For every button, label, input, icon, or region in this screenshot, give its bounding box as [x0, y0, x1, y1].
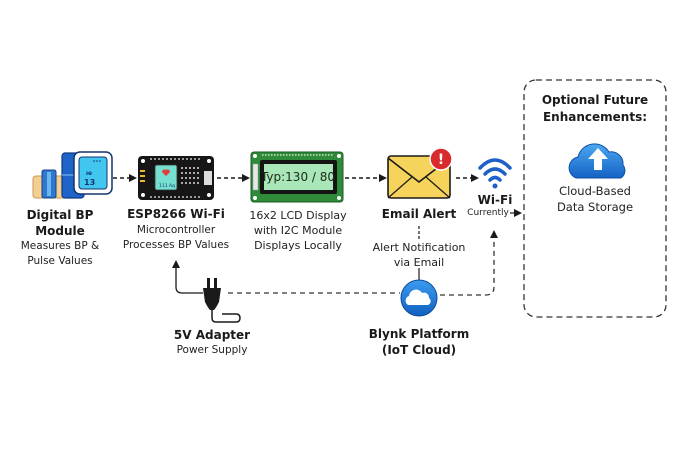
future-title-line2: Enhancements: [542, 110, 648, 124]
esp8266-title: ESP8266 Wi-Fi [127, 207, 225, 221]
lcd-screen-text: Typ:130 / 80 [260, 170, 335, 184]
adapter-desc: Power Supply [176, 344, 248, 356]
wifi-icon [478, 158, 512, 189]
email-alert-desc-line2: via Email [393, 256, 445, 269]
alert-badge-icon: ! [429, 147, 453, 171]
esp8266-board-icon: 111 Aq [138, 156, 214, 200]
wifi-title: Wi-Fi [477, 193, 513, 207]
adapter-title: 5V Adapter [173, 328, 251, 342]
svg-text:!: ! [438, 152, 444, 168]
bp-module-desc: Measures BP & Pulse Values [10, 239, 110, 269]
lcd-desc-line1: 16x2 LCD Display [249, 209, 347, 222]
esp8266-desc: Microcontroller Processes BP Values [116, 223, 236, 253]
bp-module-title: Digital BP Module [20, 207, 100, 239]
bp-screen-text: 13 [84, 178, 95, 187]
future-title: Optional Future Enhancements: [530, 92, 660, 126]
lcd-desc-line3: Displays Locally [254, 239, 342, 252]
bp-module-desc-line1: Measures BP & [20, 240, 100, 252]
cloud-upload-icon [568, 143, 626, 179]
bp-module-title-line1: Digital BP [26, 208, 94, 222]
wifi-desc: Currently [467, 208, 509, 218]
future-item-line1: Cloud-Based [559, 184, 631, 198]
esp8266-desc-line2: Processes BP Values [122, 239, 230, 251]
bp-module-desc-line2: Pulse Values [27, 255, 93, 267]
power-adapter-icon [203, 278, 241, 323]
blynk-title-line1: Blynk Platform [368, 327, 470, 341]
esp8266-desc-line1: Microcontroller [136, 224, 216, 236]
svg-text:ıe: ıe [86, 170, 92, 177]
lcd-display-icon: Typ:130 / 80 [250, 151, 344, 203]
blynk-title-line2: (IoT Cloud) [381, 343, 457, 357]
email-alert-title: Email Alert [381, 207, 457, 221]
blynk-cloud-icon [400, 279, 438, 317]
blynk-to-wifi-line [440, 230, 498, 296]
future-item: Cloud-Based Data Storage [530, 183, 660, 215]
lcd-desc: 16x2 LCD Display with I2C Module Display… [242, 208, 354, 253]
svg-text:111 Aq: 111 Aq [159, 183, 175, 189]
future-title-line1: Optional Future [541, 93, 649, 107]
future-enhancements-box [523, 79, 667, 318]
blynk-title: Blynk Platform (IoT Cloud) [364, 326, 474, 358]
lcd-desc-line2: with I2C Module [253, 224, 343, 237]
bp-monitor-icon: ıe 13 [32, 151, 113, 199]
email-alert-desc: Alert Notification via Email [360, 240, 478, 270]
future-item-line2: Data Storage [556, 200, 634, 214]
email-alert-desc-line1: Alert Notification [372, 241, 466, 254]
bp-module-title-line2: Module [35, 224, 85, 238]
power-line-to-esp [172, 260, 203, 294]
